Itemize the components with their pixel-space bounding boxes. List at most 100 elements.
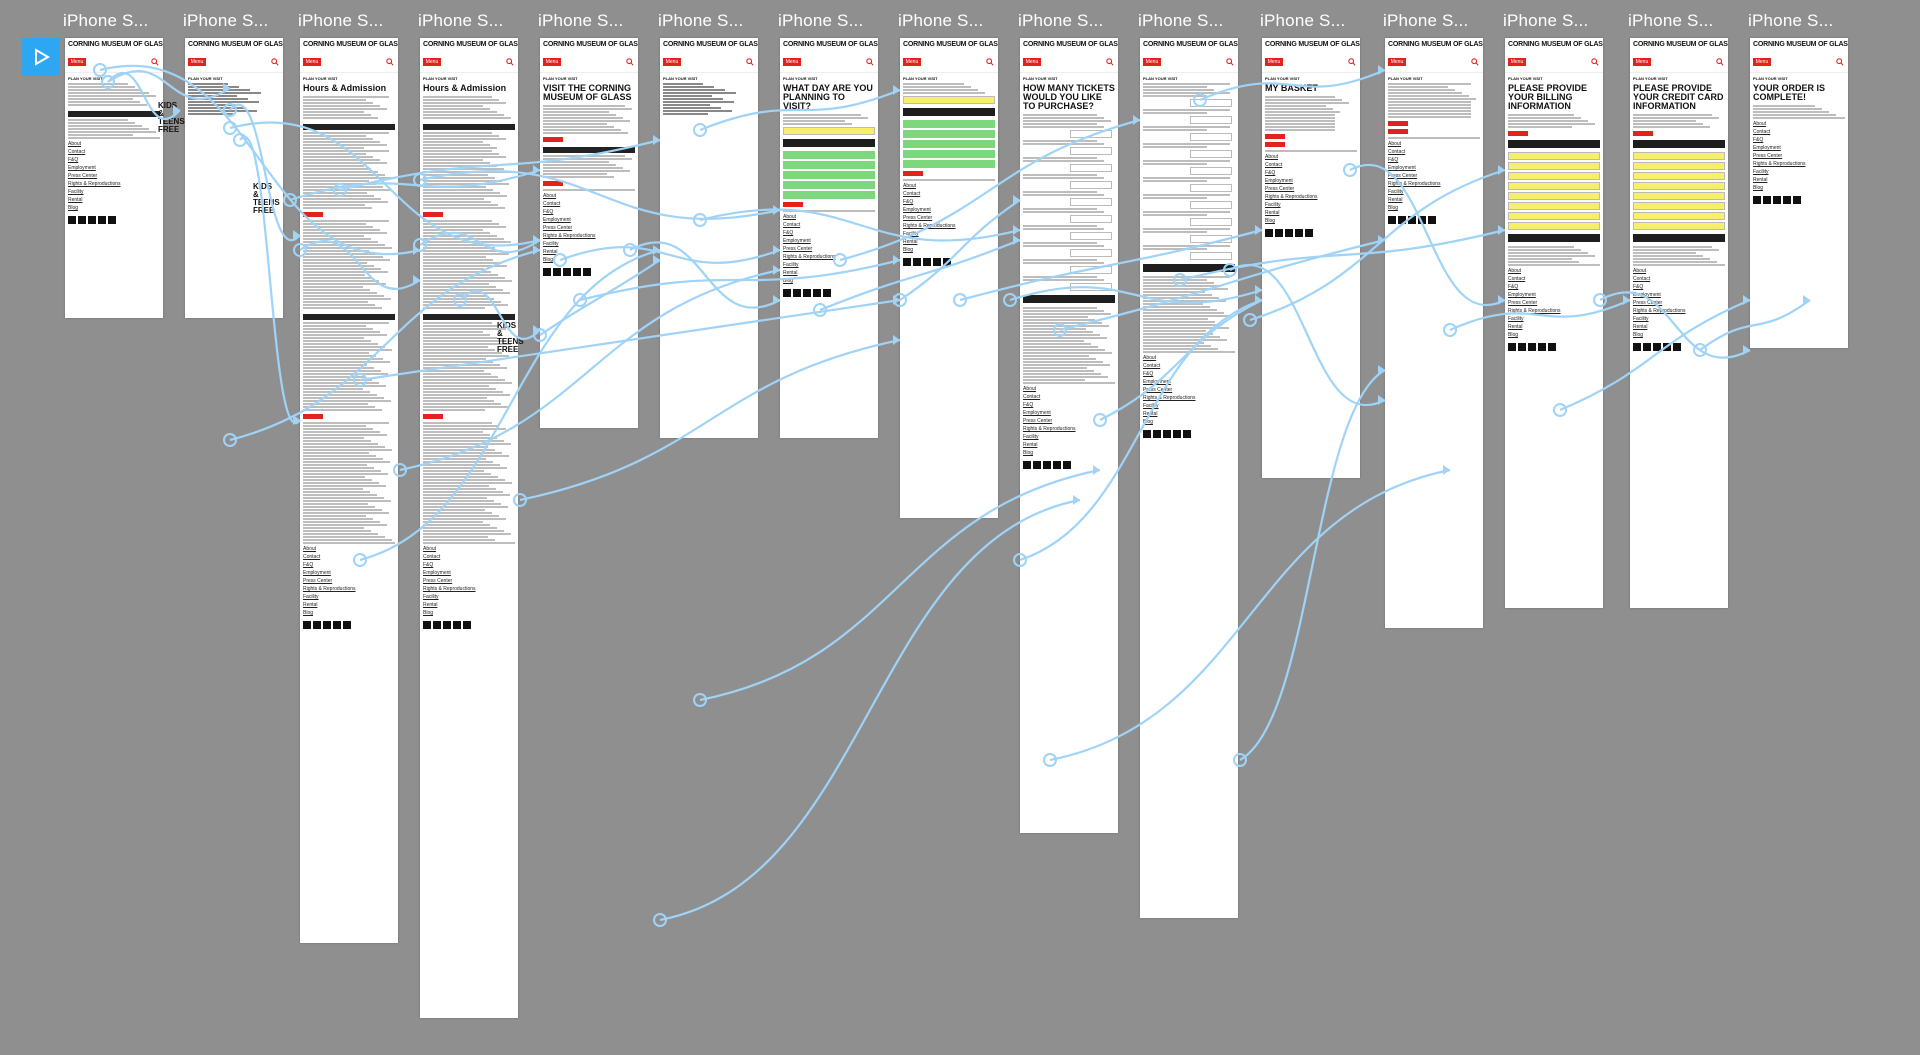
menu-list-item[interactable] [663,113,708,115]
footer-link[interactable]: About [1023,386,1037,392]
menu-button[interactable]: Menu [1753,58,1771,66]
menu-list-item[interactable] [188,89,250,91]
footer-link[interactable]: Employment [1508,292,1536,298]
artboard-title[interactable]: iPhone S... [63,10,171,32]
facebook-icon[interactable] [68,216,76,224]
artboard-title[interactable]: iPhone S... [418,10,526,32]
twitter-icon[interactable] [1763,196,1771,204]
ticket-quantity-stepper[interactable] [1190,218,1232,226]
artboard-title[interactable]: iPhone S... [658,10,766,32]
tumblr-icon[interactable] [923,258,931,266]
pinterest-icon[interactable] [108,216,116,224]
footer-link[interactable]: Blog [1633,332,1644,338]
ticket-quantity-stepper[interactable] [1070,215,1112,223]
youtube-icon[interactable] [1783,196,1791,204]
checkout-button[interactable] [1388,121,1408,126]
footer-link[interactable]: Rental [543,249,558,255]
footer-link[interactable]: Employment [1633,292,1661,298]
search-icon[interactable] [986,58,994,66]
pinterest-icon[interactable] [1548,343,1556,351]
checkout-button[interactable] [1265,134,1285,139]
footer-link[interactable]: Rental [423,602,438,608]
menu-button[interactable]: Menu [188,58,206,66]
footer-link[interactable]: Rights & Reproductions [1143,395,1196,401]
footer-link[interactable]: About [68,141,82,147]
pinterest-icon[interactable] [1793,196,1801,204]
youtube-icon[interactable] [1295,229,1303,237]
footer-link[interactable]: Blog [423,610,434,616]
ticket-quantity-stepper[interactable] [1190,184,1232,192]
youtube-icon[interactable] [1538,343,1546,351]
footer-link[interactable]: Blog [783,278,794,284]
footer-link[interactable]: Contact [1265,162,1283,168]
footer-link[interactable]: Rental [1265,210,1280,216]
red-button[interactable] [423,414,443,419]
footer-link[interactable]: About [903,183,917,189]
footer-link[interactable]: Rights & Reproductions [1508,308,1561,314]
footer-link[interactable]: Facility [1023,434,1039,440]
ticket-quantity-stepper[interactable] [1070,249,1112,257]
footer-link[interactable]: Rights & Reproductions [543,233,596,239]
footer-link[interactable]: Facility [543,241,559,247]
calendar-week-row[interactable] [783,151,875,159]
footer-link[interactable]: Rights & Reproductions [1265,194,1318,200]
menu-button[interactable]: Menu [1508,58,1526,66]
artboard-title[interactable]: iPhone S... [1503,10,1611,32]
twitter-icon[interactable] [433,621,441,629]
footer-link[interactable]: Press Center [68,173,98,179]
footer-link[interactable]: Rental [1508,324,1523,330]
menu-button[interactable]: Menu [903,58,921,66]
search-icon[interactable] [1106,58,1114,66]
footer-link[interactable]: F&Q [1388,157,1399,163]
footer-link[interactable]: Press Center [1753,153,1783,159]
calendar-week-row[interactable] [783,181,875,189]
calendar-week-row[interactable] [903,150,995,158]
next-button[interactable] [903,171,923,176]
date-input[interactable] [783,127,875,135]
calendar-week-row[interactable] [903,120,995,128]
tumblr-icon[interactable] [88,216,96,224]
footer-link[interactable]: Contact [1143,363,1161,369]
artboard-title[interactable]: iPhone S... [778,10,886,32]
footer-link[interactable]: F&Q [303,562,314,568]
footer-link[interactable]: Employment [303,570,331,576]
artboard-title[interactable]: iPhone S... [1628,10,1736,32]
pinterest-icon[interactable] [343,621,351,629]
menu-list-item[interactable] [663,98,723,100]
footer-link[interactable]: Facility [303,594,319,600]
menu-button[interactable]: Menu [663,58,681,66]
footer-link[interactable]: Blog [543,257,554,263]
footer-link[interactable]: About [783,214,797,220]
footer-link[interactable]: Contact [303,554,321,560]
menu-list-item[interactable] [663,107,721,109]
search-icon[interactable] [1716,58,1724,66]
red-button[interactable] [543,181,563,186]
form-field[interactable] [1633,152,1725,160]
facebook-icon[interactable] [423,621,431,629]
menu-list-item[interactable] [188,98,248,100]
footer-link[interactable]: About [1143,355,1157,361]
youtube-icon[interactable] [813,289,821,297]
form-field[interactable] [1508,192,1600,200]
tumblr-icon[interactable] [1285,229,1293,237]
footer-link[interactable]: F&Q [1143,371,1154,377]
menu-list-item[interactable] [188,110,257,112]
youtube-icon[interactable] [933,258,941,266]
facebook-icon[interactable] [1388,216,1396,224]
ticket-quantity-stepper[interactable] [1190,133,1232,141]
calendar-week-row[interactable] [903,160,995,168]
link-hotspot[interactable] [223,433,237,447]
menu-list-item[interactable] [188,113,233,115]
form-field[interactable] [1508,172,1600,180]
twitter-icon[interactable] [793,289,801,297]
footer-link[interactable]: Rental [1753,177,1768,183]
footer-link[interactable]: F&Q [783,230,794,236]
facebook-icon[interactable] [543,268,551,276]
